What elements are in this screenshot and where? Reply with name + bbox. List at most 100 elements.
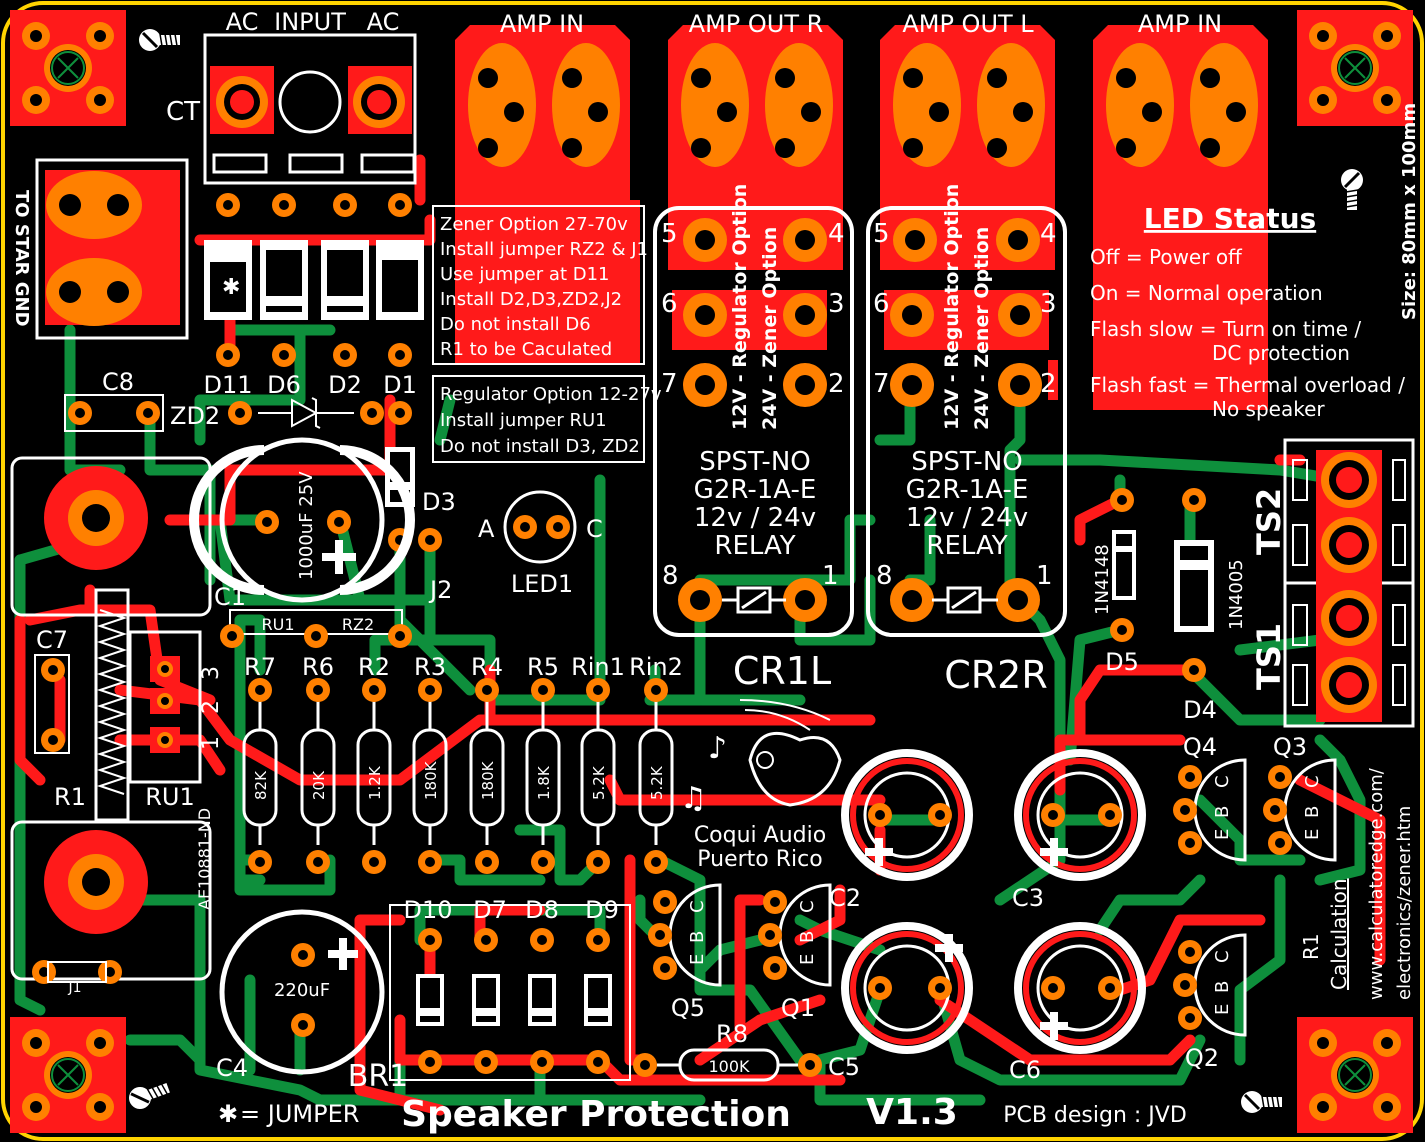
amp-in-left-label: AMP IN (500, 10, 584, 38)
amp-out-r-connector (668, 25, 843, 200)
d7-label: D7 (473, 896, 507, 924)
star-gnd-label: TO STAR GND (11, 190, 32, 327)
q3-label: Q3 (1273, 733, 1307, 761)
zener-note-line: Install jumper RZ2 & J1 (440, 239, 648, 260)
d5-part: 1N4148 (1092, 544, 1113, 615)
resistor-value: 1.8K (535, 765, 553, 800)
ru1-pin-3: 3 (199, 666, 224, 680)
d3-label: D3 (422, 488, 456, 516)
zd2-label: ZD2 (170, 402, 220, 430)
resistor-ref: Rin1 (571, 653, 625, 681)
r1-calc-ref: R1 (1299, 933, 1323, 960)
q1-label: Q1 (781, 994, 815, 1022)
resistor (356, 678, 392, 874)
relay-pin-label: 6 (873, 289, 890, 319)
ru1-label: RU1 (145, 783, 195, 811)
q2-label: Q2 (1185, 1044, 1219, 1072)
screw-icon (1239, 1089, 1284, 1115)
led-status-title: LED Status (1144, 202, 1316, 235)
zener-note-line: Install D2,D3,ZD2,J2 (440, 289, 622, 310)
resistor (580, 678, 616, 874)
relay-cr2r (866, 206, 1067, 637)
resistor (300, 678, 336, 874)
c3-label: C3 (1012, 884, 1044, 912)
r8-resistor (633, 1048, 822, 1082)
regulator-note-line: Do not install D3, ZD2 (440, 436, 640, 457)
mount-hole-bottom-right (1296, 1016, 1414, 1134)
mount-hole-bottom-left (9, 1016, 127, 1134)
ru1-pin-2: 2 (199, 700, 224, 714)
jumper-note: = JUMPER (240, 1100, 359, 1128)
jumper-star-icon: ✱ (222, 275, 240, 300)
r1-potentiometer (10, 456, 212, 981)
br1-diodes (389, 904, 631, 1081)
resistor (469, 678, 505, 874)
relay-pin-label: 8 (662, 561, 679, 591)
relay-pin-label: 8 (876, 561, 893, 591)
ae-part-label: AE10881-ND (195, 808, 214, 910)
ru1-pin-1: 1 (199, 736, 224, 750)
coqui-frog-logo: ♪ ♫ (680, 699, 842, 816)
d5-diode (1110, 488, 1136, 642)
transistor: CBE (1263, 758, 1337, 862)
zener-note-line: Zener Option 27-70v (440, 214, 628, 235)
c4-value: 220uF (274, 980, 330, 1001)
relay-pin-label: 2 (1040, 369, 1057, 399)
br1-label: BR1 (348, 1059, 409, 1094)
size-note: Size: 80mm x 100mm (1399, 103, 1420, 320)
q4-label: Q4 (1183, 733, 1217, 761)
relay-option-zen: 24V - Zener Option (971, 227, 993, 430)
relay-volt: 12v / 24v (694, 503, 816, 533)
relay-part: G2R-1A-E (906, 475, 1029, 505)
transistor: CBE (1173, 933, 1247, 1037)
resistor-value: 82K (252, 770, 270, 800)
led-c-label: C (586, 515, 603, 543)
d2-label: D2 (328, 371, 362, 399)
zener-note-box (432, 205, 645, 365)
r1-calc-url-1: www.calculatoredge.com/ (1366, 767, 1387, 1000)
j2-pad (418, 528, 442, 552)
resistor-ref: R7 (244, 653, 276, 681)
c1-label: C1 (214, 583, 246, 611)
amp-out-r-label: AMP OUT R (689, 10, 824, 38)
c1-capacitor (189, 437, 415, 603)
c4-capacitor (219, 909, 385, 1075)
brand-line-2: Puerto Rico (697, 847, 822, 872)
relay-pin-label: 7 (661, 369, 678, 399)
led-status-line: DC protection (1212, 341, 1350, 365)
transistor: CBE (758, 883, 832, 987)
mount-hole-top-right (1296, 9, 1414, 127)
screw-icon (1339, 167, 1365, 212)
regulator-note-line: Install jumper RU1 (440, 410, 607, 431)
relay-pin-label: 5 (873, 219, 890, 249)
transistor-pin-label: E (1212, 1004, 1233, 1015)
resistor-value: 180K (479, 760, 497, 800)
transistor-pin-label: C (687, 900, 708, 913)
screw-icon (137, 27, 182, 53)
r8-label: R8 (716, 1020, 748, 1048)
c2-capacitor (845, 753, 969, 877)
transistor-pin-label: C (1302, 775, 1323, 788)
transistor-pin-label: B (1212, 981, 1233, 993)
relay-pin-label: 6 (661, 289, 678, 319)
transistor: CBE (648, 883, 722, 987)
led-status-line: Flash slow = Turn on time / (1090, 317, 1361, 341)
ts2-label: TS2 (1250, 488, 1288, 555)
d4-diode (1174, 488, 1214, 682)
led-a-label: A (478, 515, 495, 543)
relay-ref: CR2R (944, 653, 1048, 697)
r1-calc-title: Calculation (1327, 878, 1351, 990)
c8-capacitor (64, 394, 164, 432)
d4-label: D4 (1183, 696, 1217, 724)
relay-type: SPST-NO (699, 447, 810, 477)
c5-label: C5 (828, 1053, 860, 1081)
led1-label: LED1 (511, 570, 573, 598)
ts1-label: TS1 (1250, 623, 1288, 690)
relay-type: SPST-NO (911, 447, 1022, 477)
resistor-value: 180K (422, 760, 440, 800)
relay-pin-label: 1 (822, 561, 839, 591)
amp-out-l-label: AMP OUT L (902, 10, 1034, 38)
